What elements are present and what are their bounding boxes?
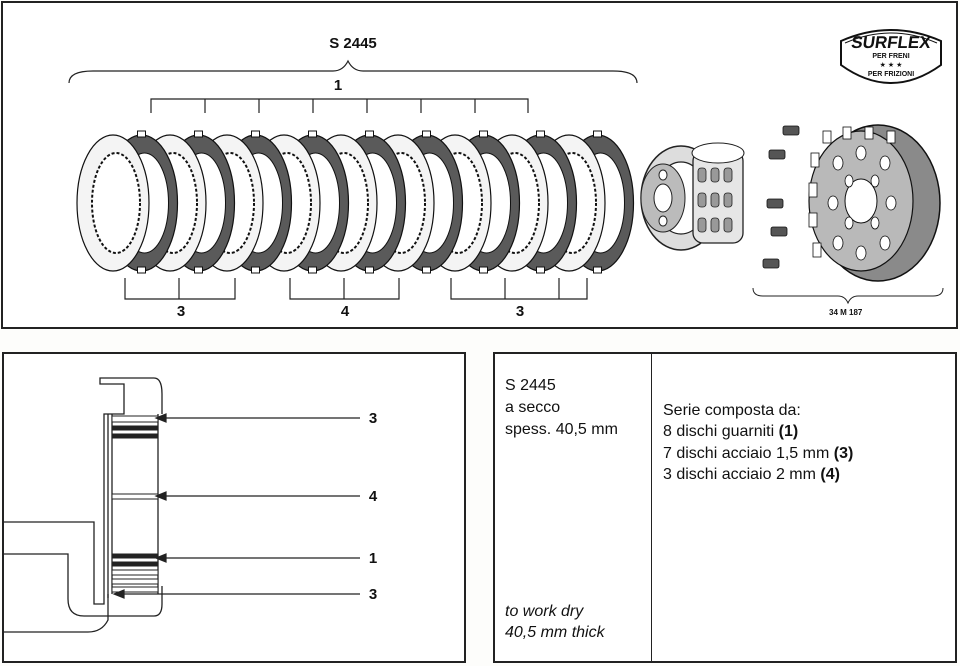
friction-discs-label: 1 bbox=[333, 77, 343, 94]
series-item-steel-thin: 7 dischi acciaio 1,5 mm (3) bbox=[663, 445, 854, 462]
spec-english-use: to work dry bbox=[505, 603, 584, 620]
steel-disc bbox=[76, 134, 150, 272]
steel-discs-thick-label: 4 bbox=[340, 303, 350, 320]
diagram-label-friction: 1 bbox=[368, 550, 378, 567]
section-diagram-panel: 3 4 1 3 bbox=[2, 352, 466, 663]
spec-type: a secco bbox=[505, 399, 561, 416]
spec-code: S 2445 bbox=[505, 377, 556, 394]
diagram-label-steel-thick: 4 bbox=[368, 488, 378, 505]
surflex-logo-icon bbox=[840, 29, 942, 84]
steel-discs-right-label: 3 bbox=[515, 303, 525, 320]
diagram-label-steel-bottom: 3 bbox=[368, 586, 378, 603]
inner-hub bbox=[691, 142, 745, 244]
series-title: Serie composta da: bbox=[663, 402, 801, 419]
logo-ring-bottom: PER FRIZIONI bbox=[867, 71, 915, 78]
logo-ring-top: PER FRENI bbox=[872, 53, 910, 60]
spec-divider bbox=[651, 354, 652, 661]
logo-wordmark: SURFLEX bbox=[850, 33, 933, 52]
series-item-steel-thick: 3 dischi acciaio 2 mm (4) bbox=[663, 466, 840, 483]
steel-discs-left-label: 3 bbox=[176, 303, 186, 320]
spec-english-thickness: 40,5 mm thick bbox=[505, 624, 605, 641]
kit-title: S 2445 bbox=[329, 35, 377, 52]
bolts bbox=[762, 125, 800, 269]
spec-thickness: spess. 40,5 mm bbox=[505, 421, 618, 438]
clutch-pack-drawing bbox=[68, 29, 944, 305]
part-code: 34 M 187 bbox=[829, 308, 863, 317]
logo-stars: ★ ★ ★ bbox=[879, 62, 903, 69]
section-diagram bbox=[4, 377, 360, 633]
diagram-label-steel-top: 3 bbox=[368, 410, 378, 427]
exploded-view-panel: S 2445 1 3 4 3 34 M 187 bbox=[1, 1, 958, 329]
spec-panel: S 2445 a secco spess. 40,5 mm to work dr… bbox=[493, 352, 957, 663]
clutch-basket bbox=[808, 124, 941, 282]
series-item-friction: 8 dischi guarniti (1) bbox=[663, 423, 799, 440]
